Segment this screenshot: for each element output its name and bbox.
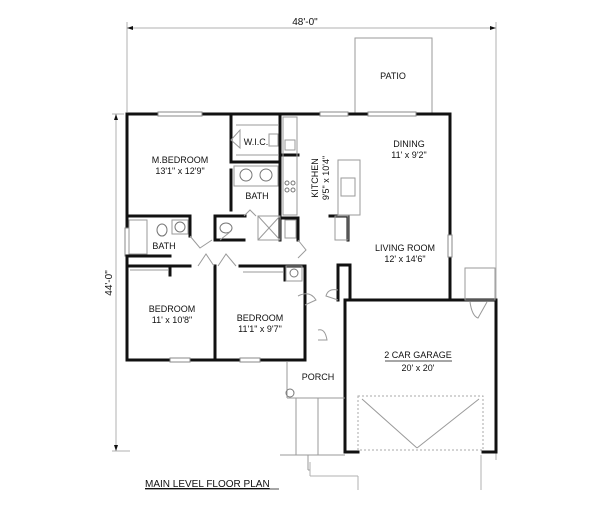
room-size: 11'1" x 9'7" bbox=[238, 324, 282, 334]
room-name: BATH bbox=[152, 241, 175, 251]
room-name: DINING bbox=[393, 139, 425, 149]
room-size: 12' x 14'6" bbox=[384, 254, 425, 264]
plan-title: MAIN LEVEL FLOOR PLAN bbox=[145, 479, 270, 490]
room-name: BATH bbox=[245, 191, 268, 201]
room-name: BEDROOM bbox=[149, 304, 196, 314]
patio: PATIO bbox=[354, 37, 433, 114]
room-name: 2 CAR GARAGE bbox=[384, 350, 452, 360]
depth-dimension: 44'-0" bbox=[104, 113, 130, 452]
width-dimension-label: 48'-0" bbox=[292, 17, 318, 28]
room-name: BEDROOM bbox=[237, 313, 284, 323]
room-name: W.I.C. bbox=[244, 137, 269, 147]
room-size: 11' x 9'2" bbox=[391, 150, 427, 160]
garage: 2 CAR GARAGE 20' x 20' bbox=[343, 267, 498, 454]
room-name: LIVING ROOM bbox=[375, 243, 435, 253]
door-swings bbox=[189, 128, 488, 341]
fixtures bbox=[128, 116, 361, 282]
room-labels: M.BEDROOM 13'1" x 12'9" W.I.C. BATH KITC… bbox=[149, 137, 435, 382]
room-name: M.BEDROOM bbox=[152, 155, 209, 165]
room-size: 11' x 10'8" bbox=[152, 315, 193, 325]
room-name: PORCH bbox=[302, 372, 335, 382]
room-size: 20' x 20' bbox=[402, 363, 435, 373]
porch bbox=[280, 362, 345, 471]
depth-dimension-label: 44'-0" bbox=[104, 270, 115, 296]
room-size: 13'1" x 12'9" bbox=[155, 166, 204, 176]
room-size: 9'5" x 10'4" bbox=[321, 156, 331, 200]
room-name: PATIO bbox=[380, 71, 406, 81]
room-name: KITCHEN bbox=[310, 158, 320, 198]
width-dimension: 48'-0" bbox=[126, 17, 497, 460]
